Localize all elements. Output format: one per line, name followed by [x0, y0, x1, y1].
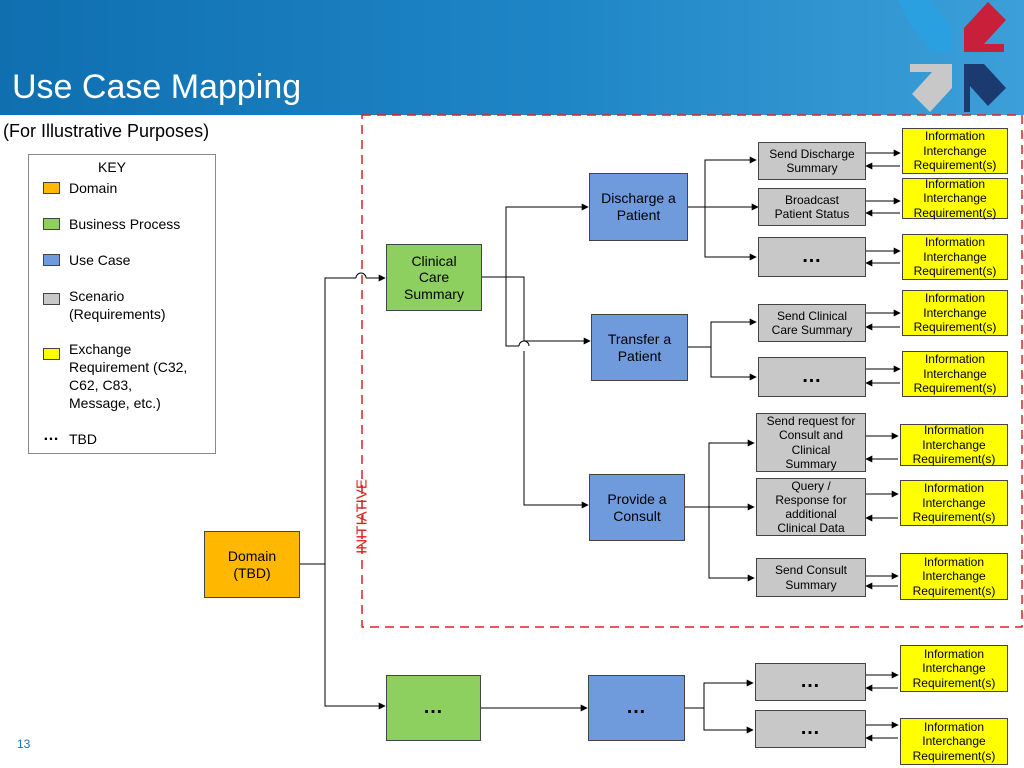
exchange-label: Information Interchange Requirement(s): [912, 554, 996, 598]
exchange-label: Information Interchange Requirement(s): [912, 646, 996, 690]
scenario-query-response: Query / Response for additional Clinical…: [756, 478, 866, 536]
use-case-provide-a-consult: Provide a Consult: [589, 474, 685, 541]
scenario-send-consult-summary: Send Consult Summary: [756, 558, 866, 597]
domain-box: Domain (TBD): [204, 531, 300, 598]
header-banner: Use Case Mapping: [0, 0, 1024, 115]
use-case-tbd: …: [588, 675, 685, 741]
key-tbd-symbol: …: [43, 427, 59, 444]
scenario-send-clinical-care-summary: Send Clinical Care Summary: [758, 304, 866, 342]
scenario-send-discharge-summary: Send Discharge Summary: [758, 142, 866, 180]
use-case-label: Transfer a Patient: [607, 330, 672, 364]
exchange-label: Information Interchange Requirement(s): [913, 352, 997, 396]
key-swatch-exchange: [43, 348, 60, 360]
exchange-requirement: Information Interchange Requirement(s): [900, 553, 1008, 600]
page-title: Use Case Mapping: [12, 68, 302, 106]
exchange-label: Information Interchange Requirement(s): [912, 481, 996, 525]
scenario-label: …: [801, 365, 823, 388]
scenario-label: …: [801, 245, 823, 268]
key-label-exchange: Exchange Requirement (C32, C62, C83, Mes…: [69, 341, 188, 411]
scenario-tbd: …: [758, 237, 866, 277]
exchange-requirement: Information Interchange Requirement(s): [900, 645, 1008, 692]
exchange-requirement: Information Interchange Requirement(s): [900, 480, 1008, 526]
business-process-label: Clinical Care Summary: [404, 252, 464, 302]
key-label-use-case: Use Case: [69, 252, 131, 268]
exchange-label: Information Interchange Requirement(s): [913, 129, 997, 173]
page-number: 13: [17, 737, 31, 751]
exchange-label: Information Interchange Requirement(s): [912, 719, 996, 763]
scenario-broadcast-patient-status: Broadcast Patient Status: [758, 188, 866, 226]
use-case-discharge-a-patient: Discharge a Patient: [589, 173, 688, 241]
key-swatch-scenario: [43, 293, 60, 305]
scenario-tbd: …: [758, 357, 866, 397]
exchange-requirement: Information Interchange Requirement(s): [902, 176, 1008, 220]
key-swatch-domain: [43, 182, 60, 194]
scenario-send-request-for-consult: Send request for Consult and Clinical Su…: [756, 413, 866, 472]
exchange-requirement: Information Interchange Requirement(s): [902, 234, 1008, 280]
logo-arrows-icon: [898, 0, 1006, 112]
domain-label: Domain (TBD): [227, 547, 277, 581]
exchange-requirement: Information Interchange Requirement(s): [902, 128, 1008, 174]
initiative-boundary: [361, 114, 1023, 628]
business-process-label: …: [423, 696, 444, 719]
exchange-label: Information Interchange Requirement(s): [912, 423, 996, 467]
use-case-label: Provide a Consult: [607, 490, 667, 524]
scenario-label: Broadcast Patient Status: [774, 192, 850, 221]
business-process-clinical-care-summary: Clinical Care Summary: [386, 244, 482, 311]
use-case-transfer-a-patient: Transfer a Patient: [591, 314, 688, 381]
scenario-label: Send request for Consult and Clinical Su…: [766, 414, 856, 471]
key-label-business-process: Business Process: [69, 216, 181, 232]
scenario-label: Send Discharge Summary: [769, 146, 855, 175]
use-case-label: Discharge a Patient: [601, 190, 676, 223]
business-process-tbd: …: [386, 675, 481, 741]
exchange-requirement: Information Interchange Requirement(s): [902, 290, 1008, 336]
exchange-requirement: Information Interchange Requirement(s): [902, 351, 1008, 397]
key-swatch-business-process: [43, 218, 60, 230]
exchange-label: Information Interchange Requirement(s): [913, 176, 997, 220]
scenario-label: Send Consult Summary: [774, 563, 848, 592]
use-case-label: …: [626, 696, 647, 719]
key-label-scenario: Scenario (Requirements): [69, 288, 166, 322]
key-swatch-use-case: [43, 254, 60, 266]
scenario-label: …: [800, 717, 821, 740]
key-legend: KEY Domain Business Process Use Case Sce…: [28, 154, 216, 454]
scenario-tbd: …: [755, 710, 866, 748]
scenario-label: Query / Response for additional Clinical…: [775, 478, 847, 536]
scenario-label: Send Clinical Care Summary: [771, 308, 853, 337]
subtitle: (For Illustrative Purposes): [3, 121, 210, 141]
key-label-tbd: TBD: [69, 431, 97, 447]
scenario-label: …: [800, 670, 821, 693]
exchange-label: Information Interchange Requirement(s): [913, 291, 997, 335]
exchange-requirement: Information Interchange Requirement(s): [900, 423, 1008, 467]
initiative-label: INITIATIVE: [353, 479, 371, 554]
key-label-domain: Domain: [69, 180, 118, 196]
scenario-tbd: …: [755, 663, 866, 701]
key-title: KEY: [97, 159, 126, 175]
exchange-requirement: Information Interchange Requirement(s): [900, 718, 1008, 765]
exchange-label: Information Interchange Requirement(s): [913, 235, 997, 279]
